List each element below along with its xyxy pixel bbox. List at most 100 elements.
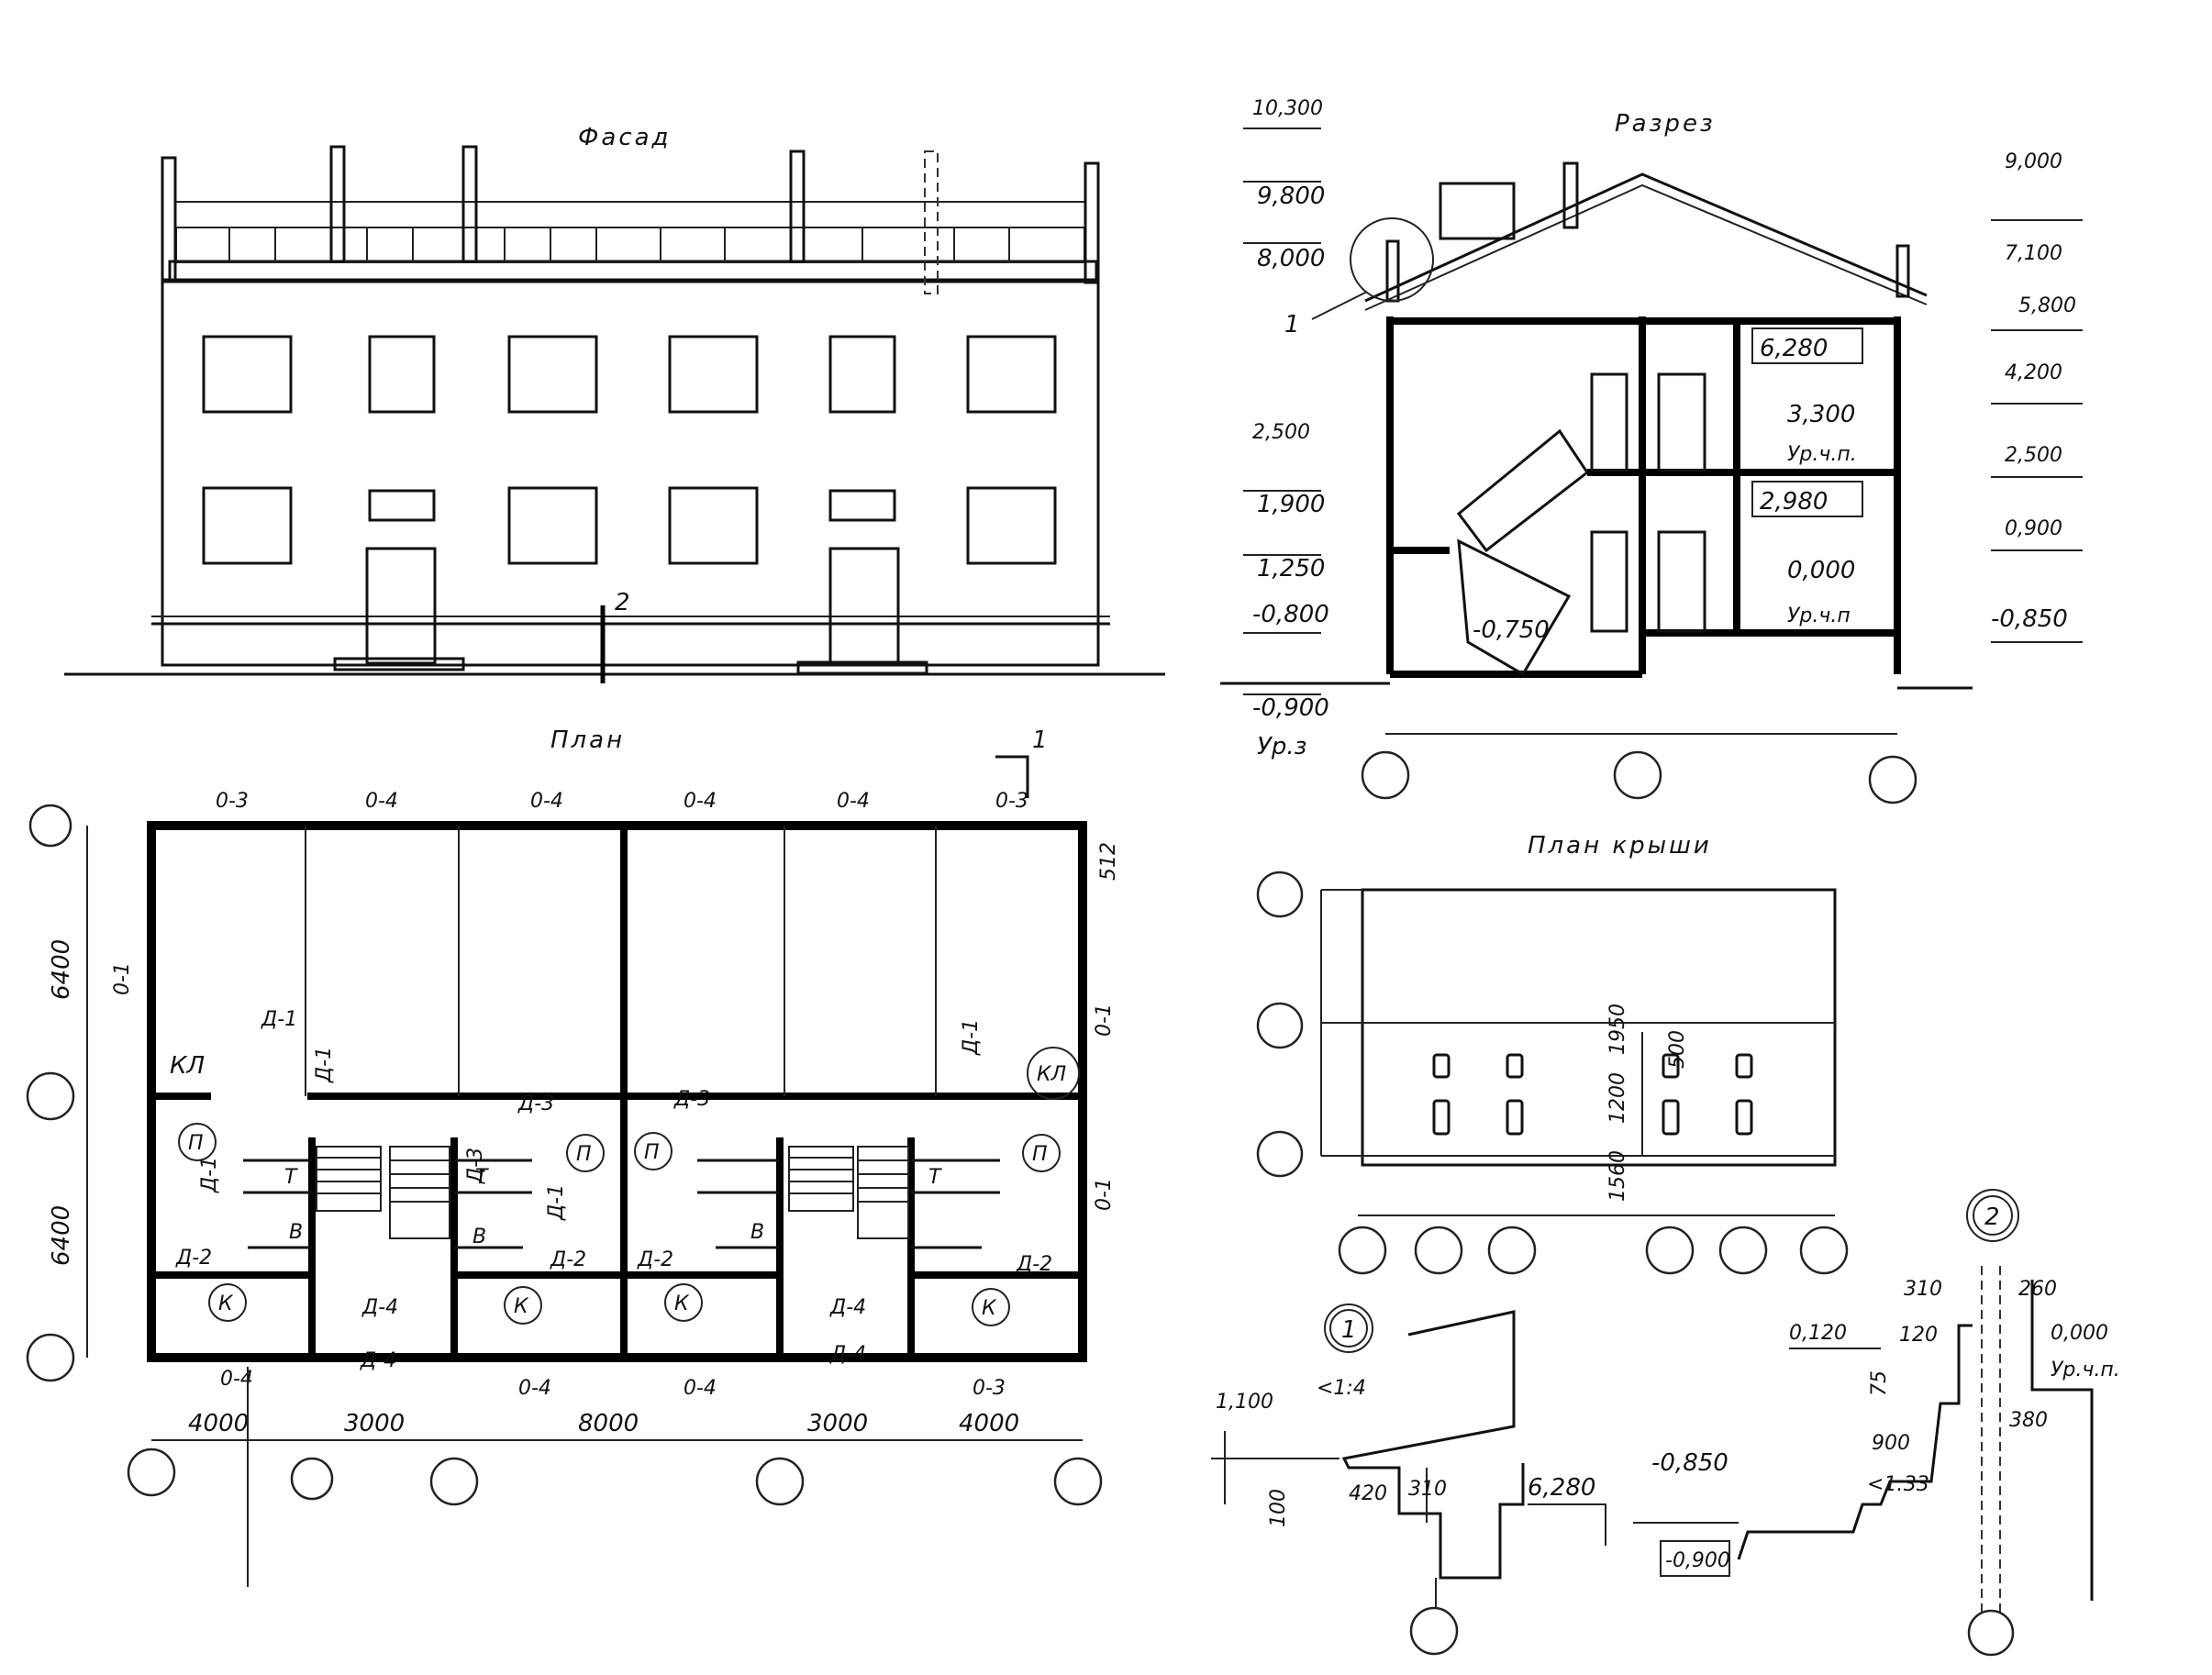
- plan-section-mark-line: [995, 755, 1029, 798]
- plan-room-labels: КЛ КЛ П П П П К К К К Т Т Т В В В: [170, 1047, 1080, 1326]
- section-door-a: [1590, 372, 1628, 472]
- section-view: Разрез 1: [1220, 97, 2083, 804]
- section-door-b: [1657, 372, 1706, 472]
- section-left-levels: 10,300 9,800 8,000 2,500 1,900 1,250 -0,…: [1243, 97, 1329, 760]
- plan-axis-markers: [26, 804, 1103, 1506]
- detail-2-marker-circle: [1966, 1189, 2019, 1242]
- plan-side-windows: 0-1 0-1 0-1: [111, 962, 1116, 1211]
- facade-body: [161, 278, 1100, 667]
- facade-windows-lower: [202, 486, 1057, 565]
- window-top-1: 0-3: [216, 790, 249, 813]
- level-0900: 0,900: [2005, 517, 2062, 540]
- door-d1-e: Д-1: [960, 1019, 983, 1056]
- room-v-2: В: [472, 1226, 486, 1248]
- room-k-1: К: [218, 1292, 234, 1315]
- level-minus-0900: -0,900: [1252, 694, 1329, 722]
- section-callout-number: 1: [1284, 311, 1300, 338]
- dim-3000-right: 3000: [807, 1410, 868, 1437]
- detail-1-level-6280: 6,280: [1528, 1474, 1595, 1502]
- section-axis-2: [1613, 750, 1662, 800]
- level-9000: 9,000: [2005, 150, 2062, 173]
- level-7100: 7,100: [2005, 242, 2062, 265]
- level-0000: 0,000: [1787, 557, 1855, 584]
- section-right-levels: 9,000 7,100 5,800 4,200 2,500 0,900 -0,8…: [1991, 150, 2083, 643]
- roof-dim-1560: 1560: [1606, 1150, 1629, 1202]
- detail-2-level-0000: 0,000: [2051, 1322, 2108, 1345]
- detail-2-dim-310: 310: [1904, 1278, 1942, 1301]
- level-ground: Ур.з: [1257, 733, 1306, 760]
- roof-plan-view: План крыши 1950 500 1200 1560: [1256, 832, 1849, 1275]
- section-axis-3: [1868, 755, 1917, 804]
- plan-section-mark: 1: [1032, 727, 1048, 754]
- room-t-3: Т: [928, 1166, 942, 1189]
- room-k-4: К: [982, 1297, 997, 1320]
- door-d4-c: Д-4: [829, 1296, 866, 1319]
- level-4200: 4,200: [2005, 361, 2062, 384]
- room-v-1: В: [289, 1221, 303, 1244]
- section-post-left: [1385, 239, 1400, 303]
- detail-2-marker: 2: [1984, 1204, 2000, 1231]
- door-d1-b: Д-1: [313, 1047, 336, 1083]
- detail-2: 2 310 260 0,120 120 75 0,000 Ур.ч.п. 380…: [1633, 1189, 2120, 1657]
- detail-1: 1 1,100 <1:4 100 420 310 6,280: [1211, 1303, 1606, 1656]
- section-callout-leader: [1311, 291, 1368, 320]
- detail-1-dim-310: 310: [1408, 1478, 1447, 1501]
- section-title: Разрез: [1615, 110, 1716, 138]
- door-d4-b: Д-4: [360, 1349, 396, 1372]
- facade-section-mark: 2: [615, 589, 630, 616]
- room-p-3: П: [644, 1141, 660, 1164]
- plan-door-labels: Д-1 Д-1 Д-3 Д-3 Д-3 Д-1 Д-1 Д-1 Д-2 Д-2 …: [175, 1008, 1052, 1372]
- door-d2-d: Д-2: [1016, 1253, 1052, 1276]
- detail-2-dim-120: 120: [1899, 1324, 1938, 1347]
- plan-top-windows: 0-3 0-4 0-4 0-4 0-4 0-3: [216, 790, 1028, 813]
- door-d3-c: Д-3: [464, 1148, 487, 1184]
- section-door-c: [1590, 530, 1628, 633]
- window-side-right-2: 0-1: [1093, 1178, 1116, 1211]
- section-callout-circle: [1350, 217, 1434, 302]
- facade-parapet-ribs: [228, 227, 1010, 262]
- room-v-3: В: [750, 1221, 764, 1244]
- facade-view: Фасад: [64, 124, 1165, 683]
- detail-2-dim-75: 75: [1868, 1370, 1891, 1396]
- section-stair-lower: [1457, 538, 1572, 677]
- window-top-3: 0-4: [530, 790, 563, 813]
- detail-2-level-0120: 0,120: [1789, 1322, 1847, 1345]
- plan-outer-walls: [147, 821, 1087, 1362]
- window-side-left: 0-1: [111, 962, 134, 995]
- window-bottom-3: 0-4: [684, 1377, 717, 1400]
- facade-door-right: [828, 547, 900, 665]
- dim-6400-top: 6400: [48, 939, 75, 1000]
- level-6280: 6,280: [1760, 335, 1828, 362]
- room-t-1: Т: [284, 1166, 298, 1189]
- level-floor-upper: Ур.ч.п.: [1787, 443, 1857, 466]
- section-chimney: [1439, 182, 1516, 240]
- level-1900: 1,900: [1257, 491, 1325, 518]
- plan-title: План: [550, 727, 625, 754]
- level-10300: 10,300: [1252, 97, 1323, 120]
- facade-windows-upper: [202, 335, 1057, 414]
- detail-2-level-floor: Ур.ч.п.: [2051, 1359, 2120, 1381]
- plan-bottom-windows: 0-4 0-4 0-4 0-3: [220, 1368, 1006, 1400]
- section-post-right: [1895, 244, 1910, 298]
- dim-4000-left: 4000: [188, 1410, 249, 1437]
- detail-2-level-minus-0850: -0,850: [1651, 1449, 1728, 1477]
- detail-1-level-1100: 1,100: [1216, 1391, 1273, 1414]
- room-p-2: П: [576, 1143, 592, 1166]
- plan-view: План: [26, 727, 1120, 1587]
- door-d2-a: Д-2: [175, 1247, 212, 1270]
- room-p-4: П: [1032, 1143, 1048, 1166]
- facade-parapet: [175, 227, 1085, 263]
- roof-chimneys: [1432, 1053, 1753, 1136]
- plan-wall-mark: 512: [1097, 842, 1120, 881]
- section-inner-levels: 6,280 3,300 Ур.ч.п. 2,980 0,000 Ур.ч.п -…: [1473, 327, 1863, 644]
- dim-6400-bottom: 6400: [48, 1205, 75, 1266]
- detail-1-marker-circle: [1324, 1303, 1373, 1353]
- section-stair-upper: [1456, 428, 1590, 553]
- level-2980: 2,980: [1760, 488, 1828, 516]
- detail-1-dim-100: 100: [1267, 1489, 1290, 1527]
- window-top-2: 0-4: [365, 790, 398, 813]
- level-minus-0750: -0,750: [1473, 616, 1550, 644]
- window-side-right-1: 0-1: [1093, 1004, 1116, 1037]
- detail-2-profile: [1737, 1324, 1973, 1560]
